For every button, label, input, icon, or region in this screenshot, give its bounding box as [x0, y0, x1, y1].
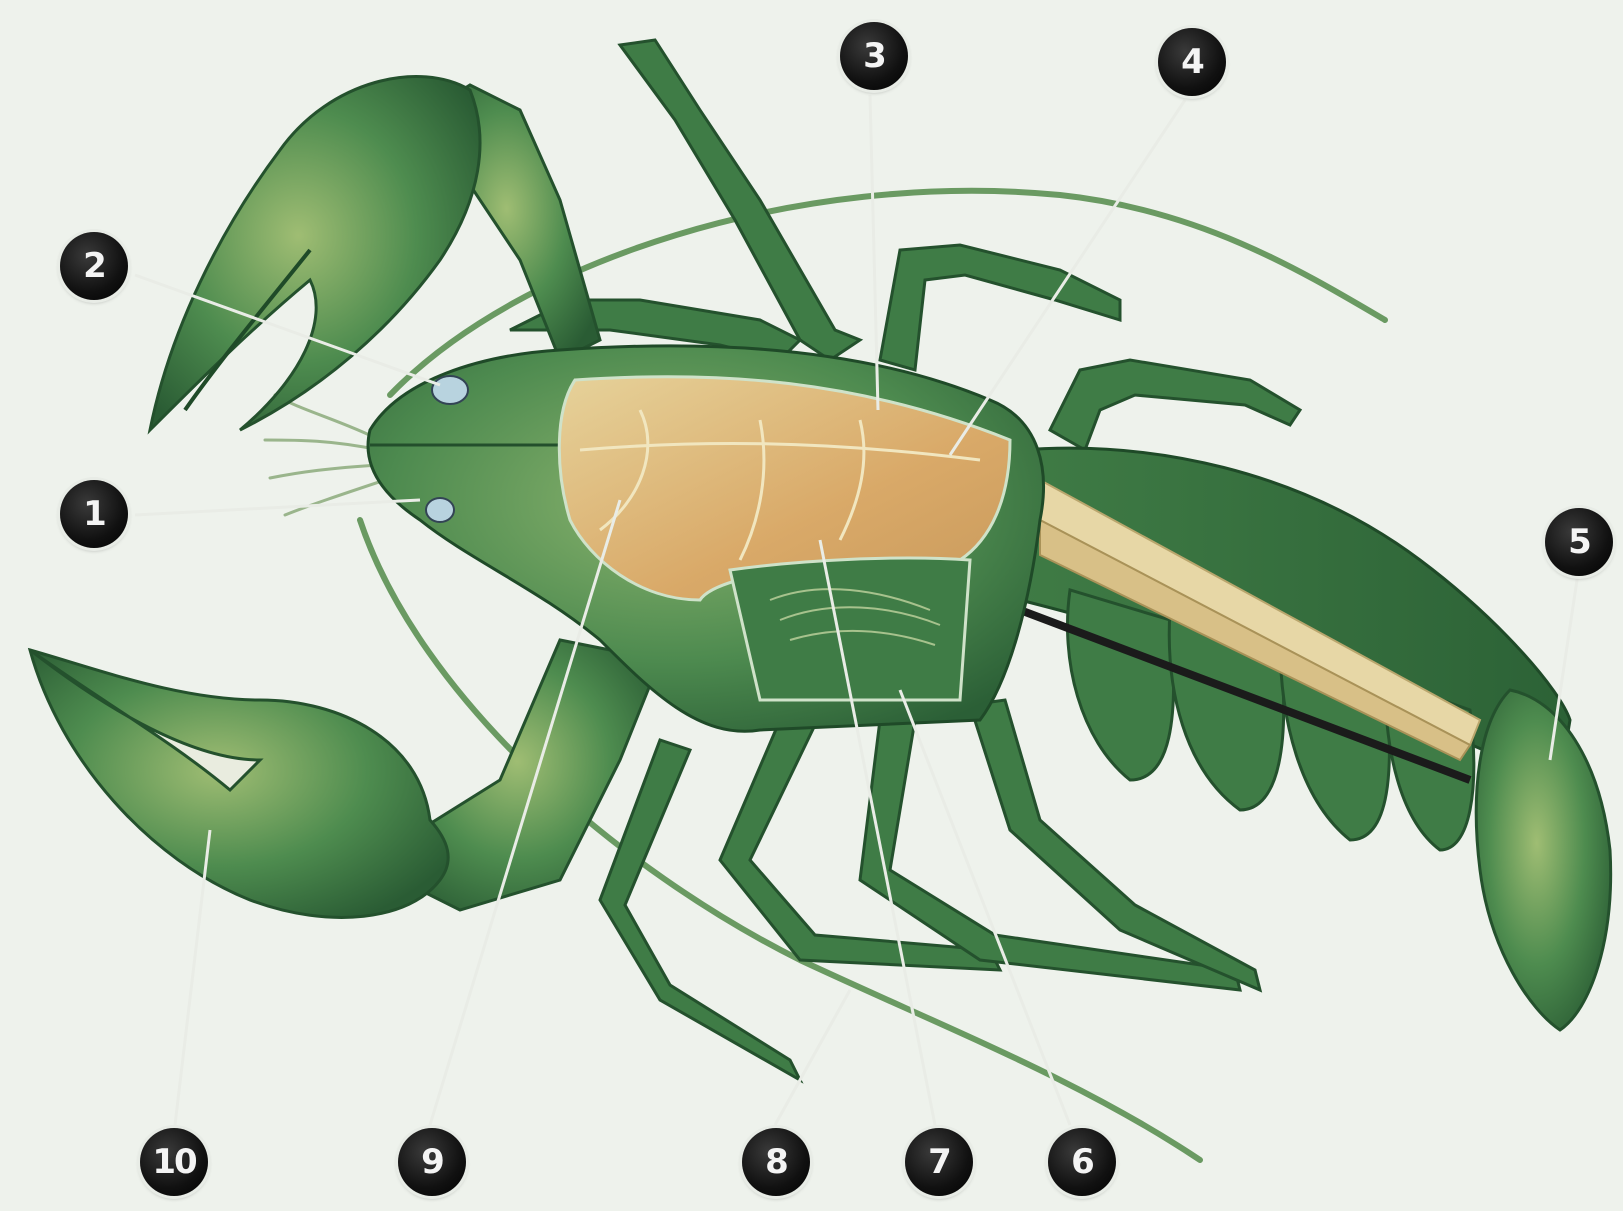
cephalothorax	[368, 346, 1043, 731]
label-8: 8	[742, 1128, 810, 1196]
label-1: 1	[60, 480, 128, 548]
label-5: 5	[1545, 508, 1613, 576]
label-10: 10	[140, 1128, 208, 1196]
label-7: 7	[905, 1128, 973, 1196]
label-4: 4	[1158, 28, 1226, 96]
label-3: 3	[840, 22, 908, 90]
label-2: 2	[60, 232, 128, 300]
abdomen	[1020, 448, 1611, 1030]
label-6: 6	[1048, 1128, 1116, 1196]
antennule	[265, 395, 385, 515]
label-9: 9	[398, 1128, 466, 1196]
